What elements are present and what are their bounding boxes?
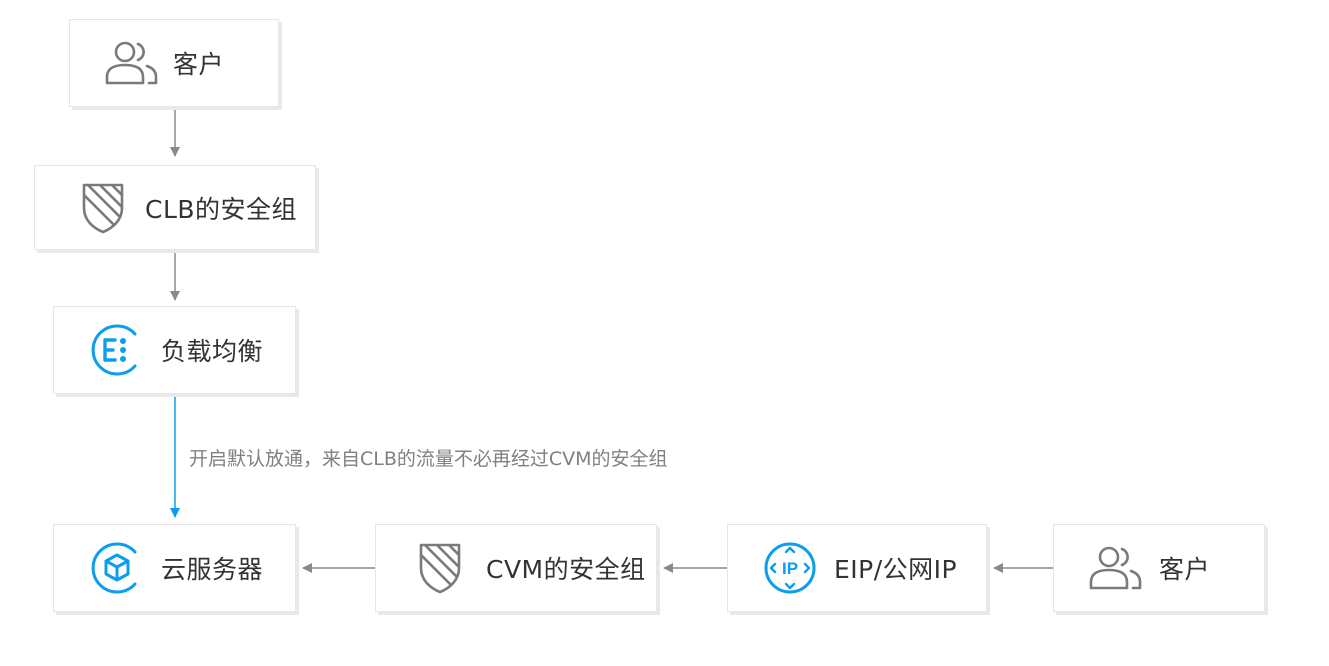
- node-client-top: 客户: [69, 19, 279, 107]
- node-cloud-server: 云服务器: [53, 524, 296, 612]
- node-cvm-security-group: CVM的安全组: [375, 524, 657, 612]
- node-label: 客户: [173, 50, 225, 79]
- allow-default-note: 开启默认放通，来自CLB的流量不必再经过CVM的安全组: [189, 448, 668, 470]
- node-label: 云服务器: [161, 555, 264, 584]
- users-icon: [1087, 540, 1143, 596]
- svg-text:IP: IP: [782, 559, 798, 578]
- node-label: CVM的安全组: [486, 555, 646, 584]
- shield-icon: [412, 540, 468, 596]
- node-load-balancer: 负载均衡: [53, 306, 296, 394]
- node-label: 客户: [1159, 555, 1211, 584]
- shield-icon: [75, 180, 131, 236]
- ip-icon: IP: [762, 540, 818, 596]
- node-label: EIP/公网IP: [834, 555, 958, 584]
- node-clb-security-group: CLB的安全组: [34, 165, 316, 250]
- node-eip: IP EIP/公网IP: [727, 524, 987, 612]
- node-client-right: 客户: [1053, 524, 1265, 612]
- cloud-server-icon: [89, 540, 145, 596]
- node-label: 负载均衡: [161, 337, 264, 366]
- load-balancer-icon: [89, 322, 145, 378]
- users-icon: [103, 35, 159, 91]
- node-label: CLB的安全组: [145, 194, 298, 224]
